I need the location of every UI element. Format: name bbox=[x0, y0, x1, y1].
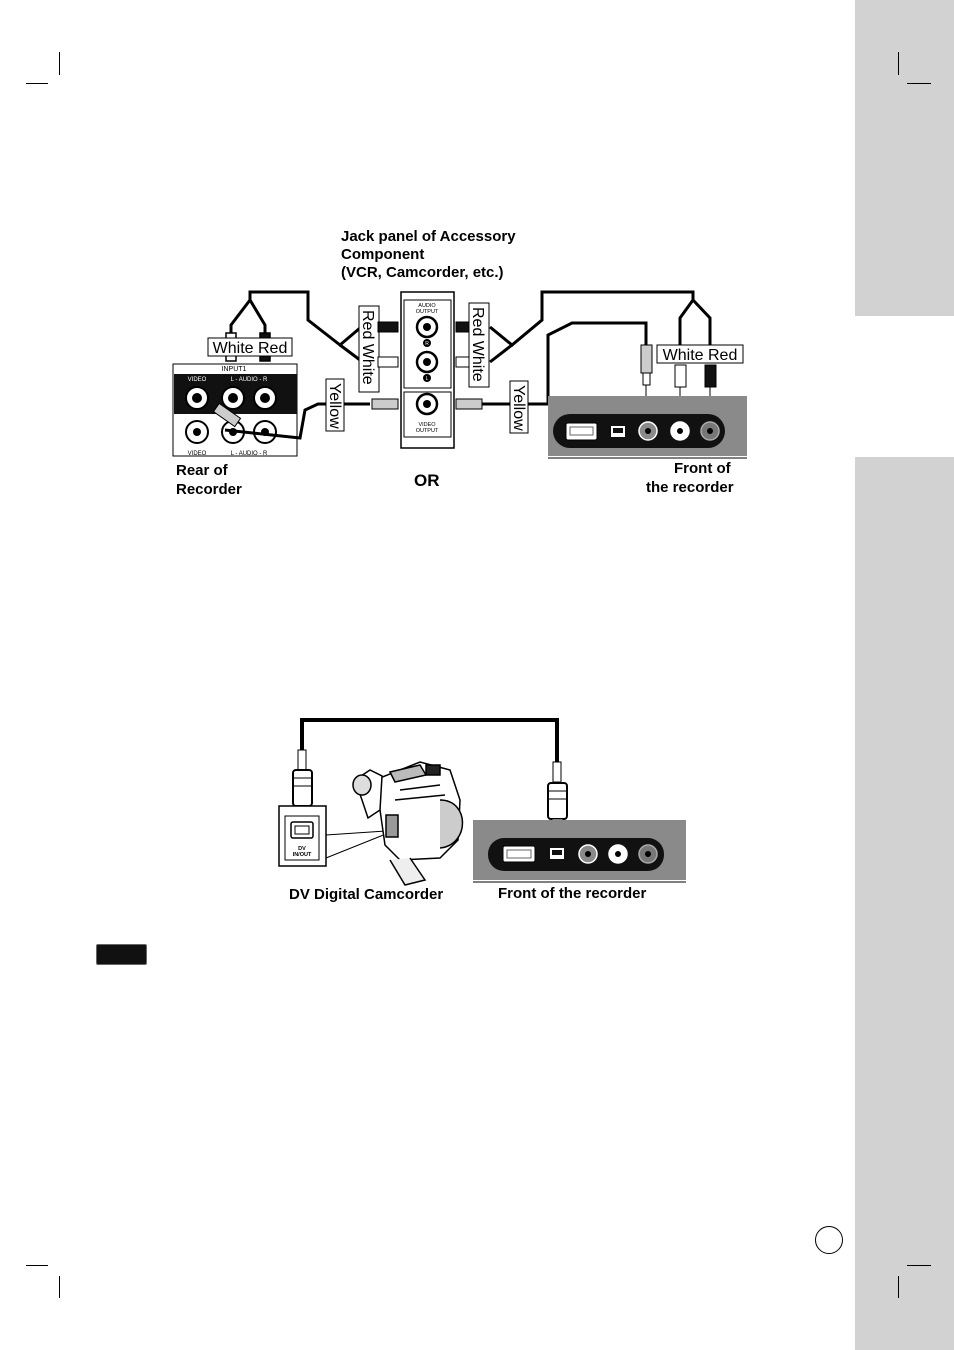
dv-port-box: DV IN/OUT bbox=[279, 806, 326, 866]
front-jack-audio-r bbox=[639, 845, 657, 863]
dv-label-line2: IN/OUT bbox=[293, 852, 312, 858]
page-number-circle bbox=[815, 1226, 843, 1254]
note-badge bbox=[96, 944, 147, 965]
camcorder-icon bbox=[353, 762, 463, 885]
front-jack-video bbox=[579, 845, 597, 863]
front-jack-audio-l bbox=[609, 845, 627, 863]
usb-port-icon bbox=[503, 846, 535, 862]
front-recorder-panel-2 bbox=[473, 820, 686, 882]
dv-port-icon bbox=[550, 848, 564, 859]
